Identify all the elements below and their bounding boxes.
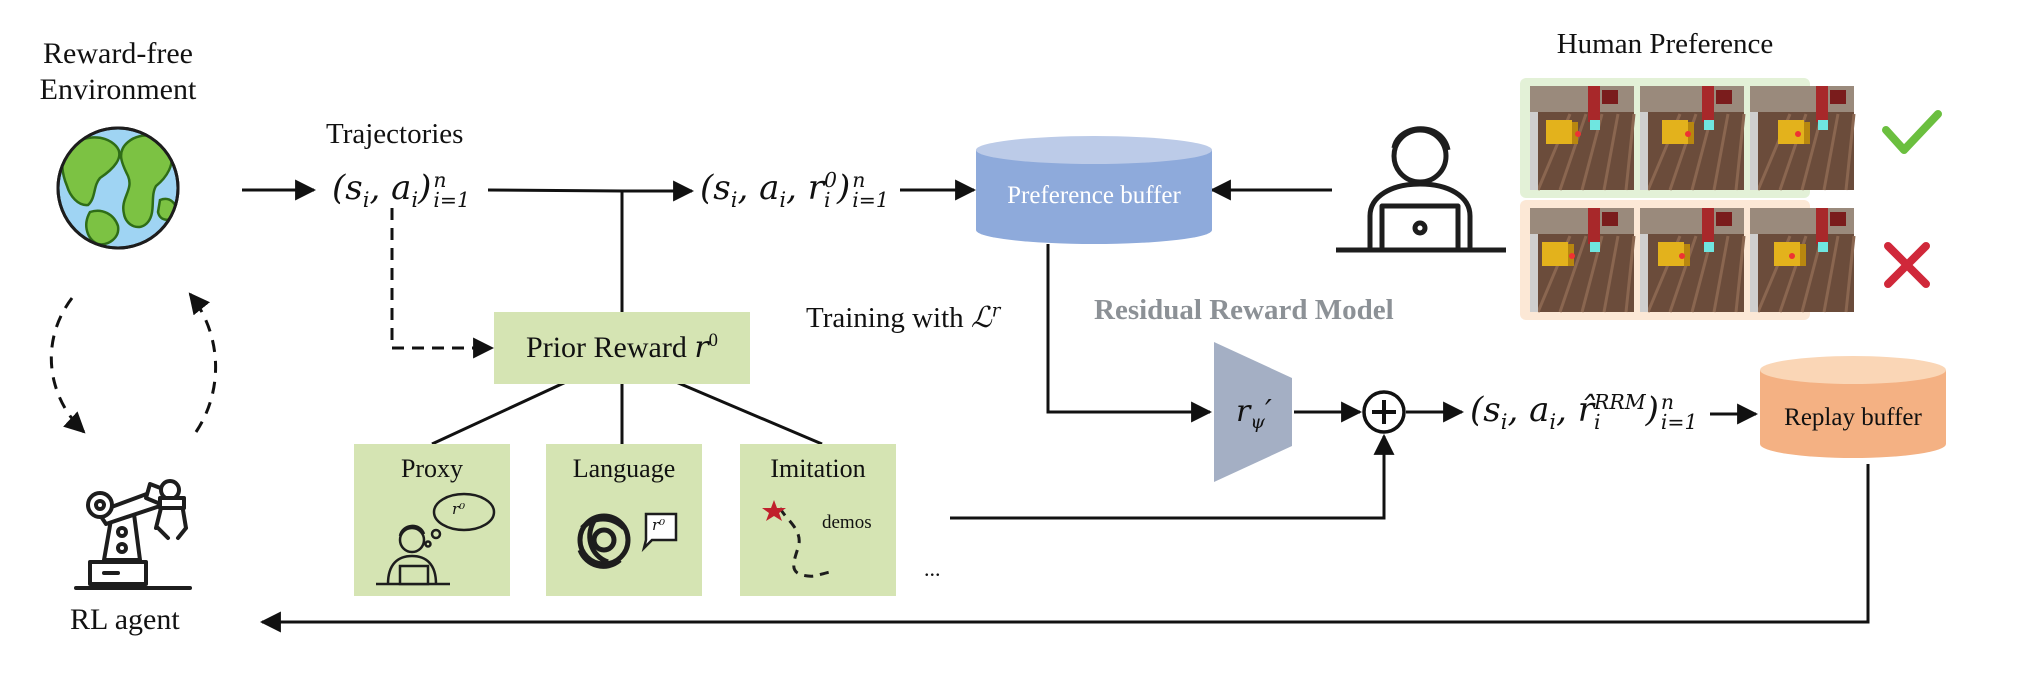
robot-frame-thumbnail [1530, 86, 1636, 191]
replay-buffer-cylinder [1760, 356, 1946, 458]
language-label: Language [572, 454, 676, 483]
residual-reward-title: Residual Reward Model [1094, 294, 1394, 326]
imitation-box [740, 444, 896, 596]
human-preference-panel [1520, 78, 1942, 320]
imitation-label: Imitation [770, 454, 866, 483]
language-bubble-text: r⁰ [652, 516, 666, 534]
demo-path-icon [762, 500, 831, 578]
robot-frame-thumbnail [1750, 86, 1856, 191]
check-icon [1882, 110, 1942, 154]
environment-label-line2: Environment [39, 73, 197, 106]
replay-buffer-label: Replay buffer [1784, 404, 1922, 431]
proxy-bubble-text: r⁰ [452, 500, 466, 518]
robot-frame-thumbnail [1640, 208, 1746, 313]
residual-reward-symbol: rψ′ [1236, 394, 1272, 433]
robot-frame-thumbnail [1530, 208, 1636, 313]
earth-globe-icon [56, 126, 180, 250]
replay-to-agent-arrow [259, 464, 1870, 633]
demos-label: demos [822, 512, 872, 533]
cross-icon [1884, 242, 1930, 288]
prior-to-sum-arrow [950, 433, 1395, 520]
prior-reward-label: Prior Reward r0 [526, 330, 718, 365]
traj-to-prior-dashed-arrow [390, 208, 495, 359]
flow-arrows [242, 179, 1870, 633]
human-annotator-icon [1336, 126, 1506, 253]
robot-arm-icon [74, 479, 192, 590]
robot-frame-thumbnail [1750, 208, 1856, 313]
agent-label: RL agent [70, 603, 180, 636]
trajectories-label: Trajectories [326, 118, 464, 150]
interaction-loop-arrows [49, 292, 218, 434]
sum-node-icon [1362, 390, 1406, 434]
human-preference-title: Human Preference [1556, 28, 1774, 60]
proxy-label: Proxy [400, 454, 464, 483]
prior-reward-box [494, 312, 750, 384]
preference-buffer-cylinder [976, 136, 1212, 244]
proxy-box [354, 444, 510, 596]
training-label: Training with ℒr [806, 300, 1001, 334]
robot-frame-thumbnail [1640, 86, 1746, 191]
preference-buffer-label: Preference buffer [1007, 182, 1181, 209]
openai-logo-icon [577, 513, 631, 569]
traj-line [487, 188, 623, 193]
environment-label-line1: Reward-free [43, 37, 193, 70]
speech-bubble-icon [641, 512, 678, 553]
residual-reward-trapezoid [1214, 342, 1292, 482]
ellipsis-label: ... [924, 556, 941, 581]
buffer-to-residual-arrow [1046, 244, 1213, 423]
environment-label: Reward-free Environment [38, 36, 198, 108]
thinking-person-icon [376, 492, 496, 586]
